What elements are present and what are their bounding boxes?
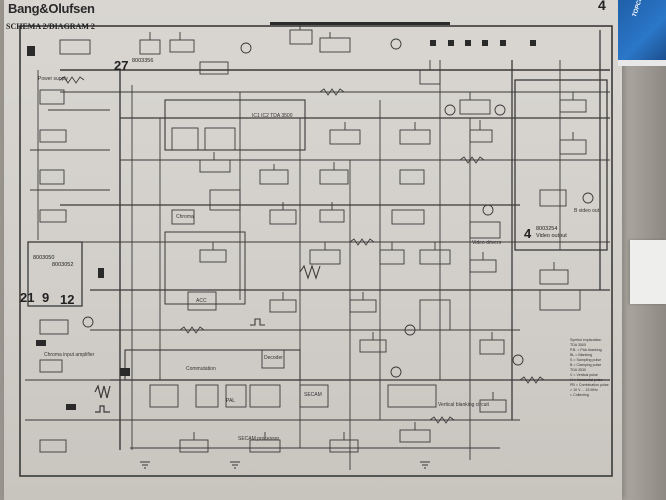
label-decoder: Decoder [264,355,283,361]
blue-product-box [618,0,666,66]
label-b-video-out: B video out [574,208,600,214]
board-4-code: 8003254 [536,226,558,232]
diagram-title: SCHEMA 2/DIAGRAM 2 [6,22,95,31]
label-pal: PAL [226,398,236,404]
legend-title: Symbol explanation [570,338,602,342]
board-27-number: 27 [114,58,129,73]
label-video-drivers: Video drivers [472,240,502,246]
label-commutation: Commutation [186,366,216,372]
legend-line: = 10 V ... 15 MHz [570,388,598,392]
legend-line: B = Clamping pulse [570,363,602,367]
board-9-code: 8003052 [52,262,74,268]
white-card [630,240,666,304]
symbol-legend: Symbol explanation TDA 3500 P.B. = Pick … [570,338,630,398]
legend-line: TDA 3500 [570,343,586,347]
legend-line: V = Vertical pulse [570,373,598,377]
label-power-supply: Power supply [38,76,69,82]
label-vertical-blanking-circuit: Vertical blanking circuit [438,402,489,408]
board-4-name: Video output [536,233,567,239]
label-chroma: Chroma [176,214,194,220]
label-secam: SECAM [304,392,322,398]
label-secam-processor: SECAM processor [238,436,280,442]
legend-line: BL = Blanking [570,353,593,357]
board-27-code: 8003356 [132,58,154,64]
board-9-number: 9 [42,290,50,305]
legend-line: P.B. = Pick blanking [570,348,602,352]
legend-line: TDA 3530 [570,368,586,372]
board-21-number: 21 [20,290,35,305]
brand-logo-text: Bang&Olufsen [8,1,95,16]
schematic-frame [19,25,613,477]
label-acc: ACC [196,298,207,304]
label-chroma-input-amplifier: Chroma input amplifier [44,352,95,358]
board-12-number: 12 [60,292,75,307]
legend-line: PB = Combination pulse [570,383,609,387]
board-21-code: 8003050 [33,255,55,261]
label-ic-main: IC1 IC2 TDA 3500 [252,113,293,119]
board-4-number: 4 [524,226,532,241]
page-number: 4 [598,0,606,13]
legend-line: S = Sampling pulse [570,358,602,362]
legend-line: = Collecting [570,393,589,397]
legend-line: H = Horizontal pulse [570,378,603,382]
